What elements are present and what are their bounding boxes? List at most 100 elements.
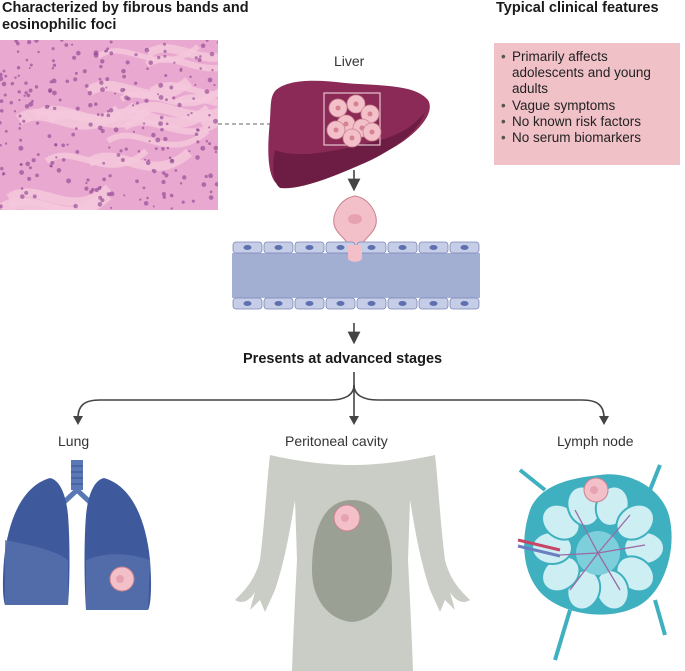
nucleus — [17, 90, 21, 94]
endothelial-nucleus — [367, 245, 376, 250]
nucleus — [34, 40, 39, 43]
nucleus — [197, 57, 202, 62]
nucleus — [28, 88, 33, 93]
lymph-node-label: Lymph node — [557, 433, 634, 449]
nucleus — [0, 99, 4, 104]
nucleus — [14, 40, 19, 43]
nucleus — [173, 61, 176, 64]
nucleus — [120, 157, 125, 163]
nucleus — [108, 174, 112, 178]
nucleus — [124, 95, 129, 101]
nucleus — [158, 82, 164, 88]
nucleus — [35, 121, 40, 125]
nucleus — [0, 166, 4, 171]
nucleus — [47, 105, 50, 108]
nucleus — [64, 43, 69, 47]
liver-label: Liver — [334, 53, 365, 69]
nucleus — [88, 122, 93, 127]
nucleus — [19, 138, 23, 142]
endothelial-nucleus — [398, 245, 407, 250]
nucleus — [211, 69, 214, 72]
tumor-cells — [326, 94, 382, 148]
nucleus — [74, 71, 78, 75]
endothelial-nucleus — [243, 301, 252, 306]
nucleus — [154, 147, 158, 151]
nucleus — [188, 150, 191, 153]
nucleus — [192, 97, 196, 100]
nucleus — [100, 87, 105, 93]
nucleus — [141, 126, 145, 130]
nucleus — [106, 113, 111, 118]
arrowhead — [349, 416, 359, 425]
nucleus — [131, 104, 135, 107]
nucleus — [32, 194, 37, 199]
nucleus — [205, 40, 209, 42]
nucleus — [200, 43, 206, 48]
nucleus — [70, 43, 74, 46]
nucleus — [109, 191, 115, 197]
arrowhead — [73, 416, 83, 425]
nucleus — [208, 126, 211, 129]
fibrous-band — [200, 116, 218, 128]
nucleus — [24, 190, 29, 195]
nucleus — [148, 60, 153, 65]
nucleus — [76, 50, 81, 56]
nucleus — [144, 158, 147, 161]
nucleus — [1, 81, 7, 87]
nucleus — [122, 88, 126, 91]
nucleus — [4, 74, 8, 78]
nucleus — [105, 77, 110, 82]
nucleus — [174, 169, 178, 172]
nucleus — [189, 75, 192, 79]
nucleus — [19, 123, 22, 126]
nucleus — [49, 164, 53, 168]
advanced-stages-label: Presents at advanced stages — [243, 351, 443, 367]
nucleus — [27, 176, 32, 181]
nucleus — [208, 113, 211, 117]
nucleus — [51, 78, 57, 84]
nucleus — [52, 63, 57, 68]
fibrous-band — [122, 118, 218, 135]
nucleus — [106, 109, 110, 113]
nucleus — [135, 179, 139, 184]
liver-illustration — [268, 80, 430, 189]
nucleus — [164, 173, 169, 178]
nucleus — [23, 94, 26, 97]
body-illustration — [235, 455, 470, 671]
nucleus — [148, 140, 151, 143]
nucleus — [0, 144, 2, 147]
nucleus — [74, 127, 78, 130]
nucleus — [108, 108, 114, 113]
nucleus — [204, 89, 210, 94]
nucleus — [90, 187, 95, 192]
nucleus — [96, 113, 100, 117]
nucleus — [3, 93, 7, 97]
fibrous-band — [131, 101, 218, 122]
nucleus — [209, 190, 213, 194]
endothelial-nucleus — [429, 301, 438, 306]
nucleus — [66, 143, 69, 146]
endothelial-cells-bottom — [232, 297, 480, 310]
nucleus — [66, 178, 72, 184]
nucleus — [65, 79, 70, 84]
eosinophilic-foci — [0, 40, 218, 210]
nucleus — [208, 173, 213, 179]
nucleus — [190, 111, 193, 115]
nucleus — [161, 147, 165, 151]
endothelial-nucleus — [336, 301, 345, 306]
nucleus — [28, 166, 32, 170]
nucleus — [195, 155, 200, 160]
endothelial-nucleus — [398, 301, 407, 306]
branch-arrows — [77, 372, 605, 419]
nucleus — [4, 142, 8, 145]
fibrous-band — [145, 44, 218, 62]
endothelial-nucleus — [336, 245, 345, 250]
nucleus — [146, 67, 149, 70]
nucleus — [93, 50, 99, 56]
nucleus — [85, 181, 88, 185]
nucleus — [164, 73, 168, 78]
nucleus — [51, 67, 55, 70]
nucleus — [28, 101, 34, 107]
nucleus — [0, 204, 3, 209]
nucleus — [200, 145, 206, 151]
